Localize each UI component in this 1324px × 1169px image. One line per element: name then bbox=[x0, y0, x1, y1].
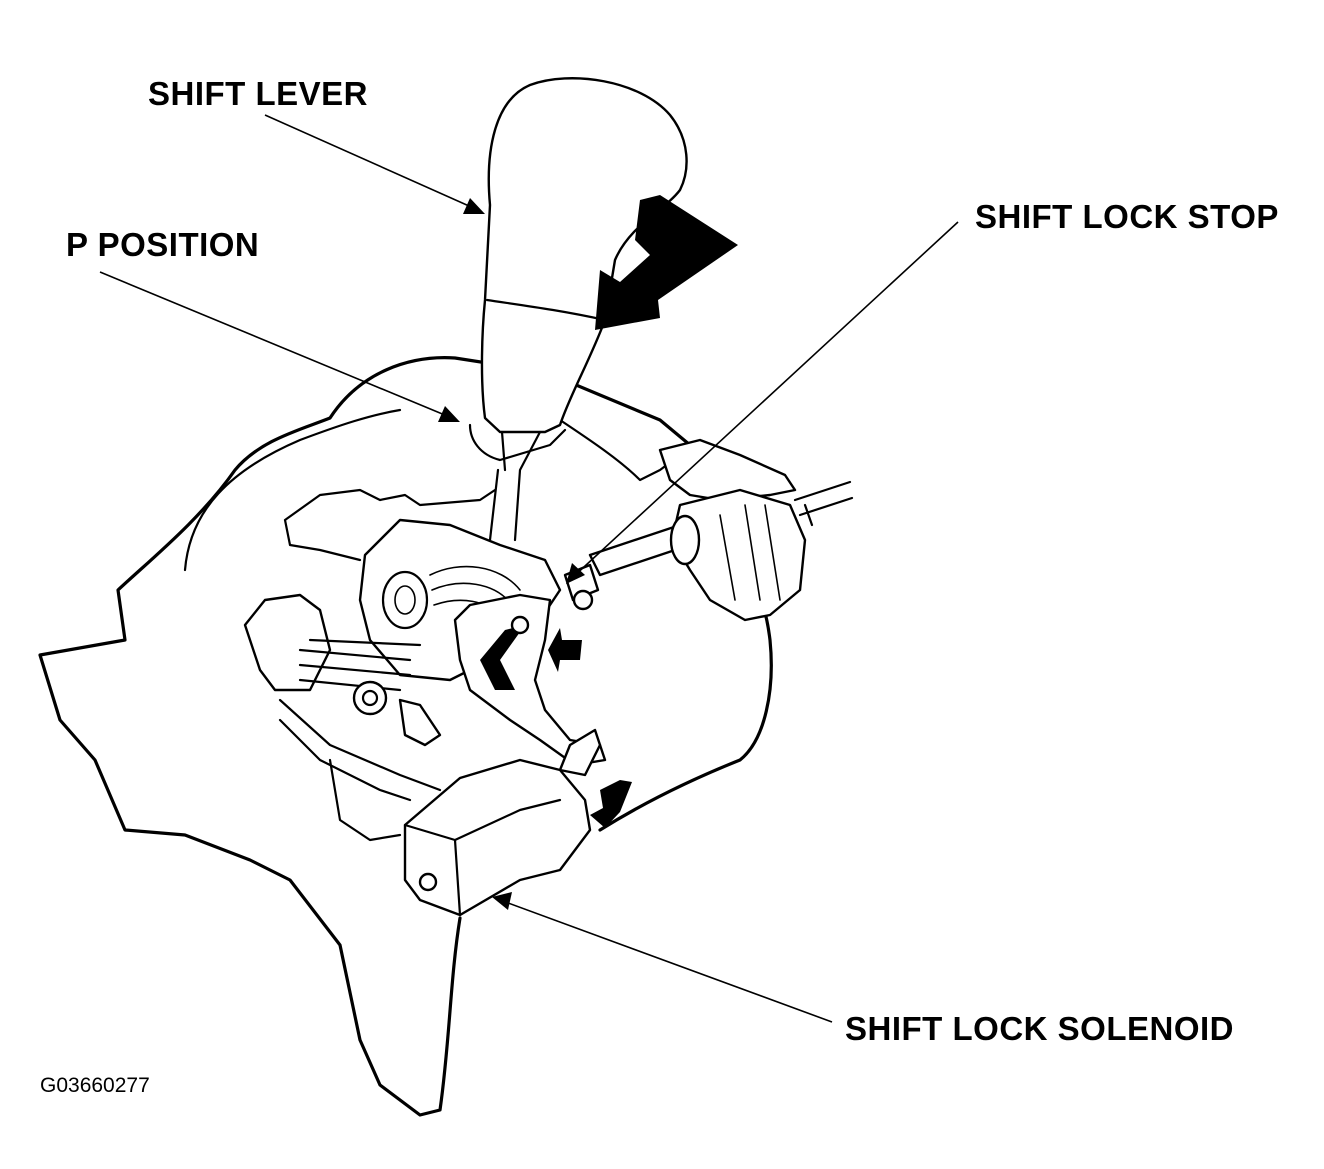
shift-lock-solenoid-label: SHIFT LOCK SOLENOID bbox=[845, 1010, 1234, 1047]
shift-lock-stop-nut bbox=[572, 589, 594, 611]
shift-lock-stop-label: SHIFT LOCK STOP bbox=[975, 198, 1279, 235]
shift-lever-leader-head bbox=[463, 198, 485, 214]
console-inner-edge bbox=[183, 408, 402, 572]
shift-cable-end bbox=[669, 514, 701, 566]
left-linkage-tab bbox=[398, 698, 442, 747]
figure-id: G03660277 bbox=[40, 1074, 150, 1097]
lever-movement-arrow bbox=[595, 195, 738, 330]
detent-pivot bbox=[510, 615, 530, 635]
stop-movement-arrow bbox=[548, 628, 582, 672]
p-position-label: P POSITION bbox=[66, 226, 260, 263]
shift-lever-shaft bbox=[488, 430, 542, 542]
shift-lock-solenoid-leader bbox=[499, 899, 833, 1023]
shift-lever-knob-seam bbox=[485, 298, 607, 322]
shift-lock-solenoid-leader-head bbox=[492, 892, 512, 910]
lower-base-rails bbox=[278, 698, 442, 842]
shift-lever-label: SHIFT LEVER bbox=[148, 75, 369, 112]
shift-lock-stop-leader-head bbox=[566, 563, 585, 584]
shift-cable-ribs bbox=[719, 504, 781, 601]
gate-boss bbox=[381, 570, 429, 630]
shift-cable-bracket bbox=[658, 438, 797, 502]
left-linkage-springs bbox=[298, 638, 422, 692]
left-linkage-bracket bbox=[243, 593, 332, 692]
detent-lever-slot bbox=[480, 625, 525, 690]
solenoid-plunger bbox=[558, 728, 602, 777]
left-linkage-bolt bbox=[352, 680, 388, 716]
gate-base-plate bbox=[283, 488, 497, 562]
shift-cable bbox=[793, 480, 854, 527]
console-slot bbox=[468, 418, 682, 482]
p-position-leader bbox=[99, 271, 453, 419]
solenoid-movement-arrow bbox=[590, 780, 632, 828]
shift-lock-stop-leader bbox=[571, 221, 959, 579]
gate-boss-inner bbox=[394, 585, 416, 615]
shift-lever-knob bbox=[480, 77, 688, 434]
p-position-leader-head bbox=[438, 406, 460, 422]
shift-lever-leader bbox=[264, 114, 479, 211]
left-linkage-bolt-inner bbox=[361, 689, 379, 707]
solenoid-connector bbox=[418, 872, 438, 892]
solenoid-body bbox=[403, 758, 592, 917]
solenoid-front-face bbox=[403, 798, 562, 917]
